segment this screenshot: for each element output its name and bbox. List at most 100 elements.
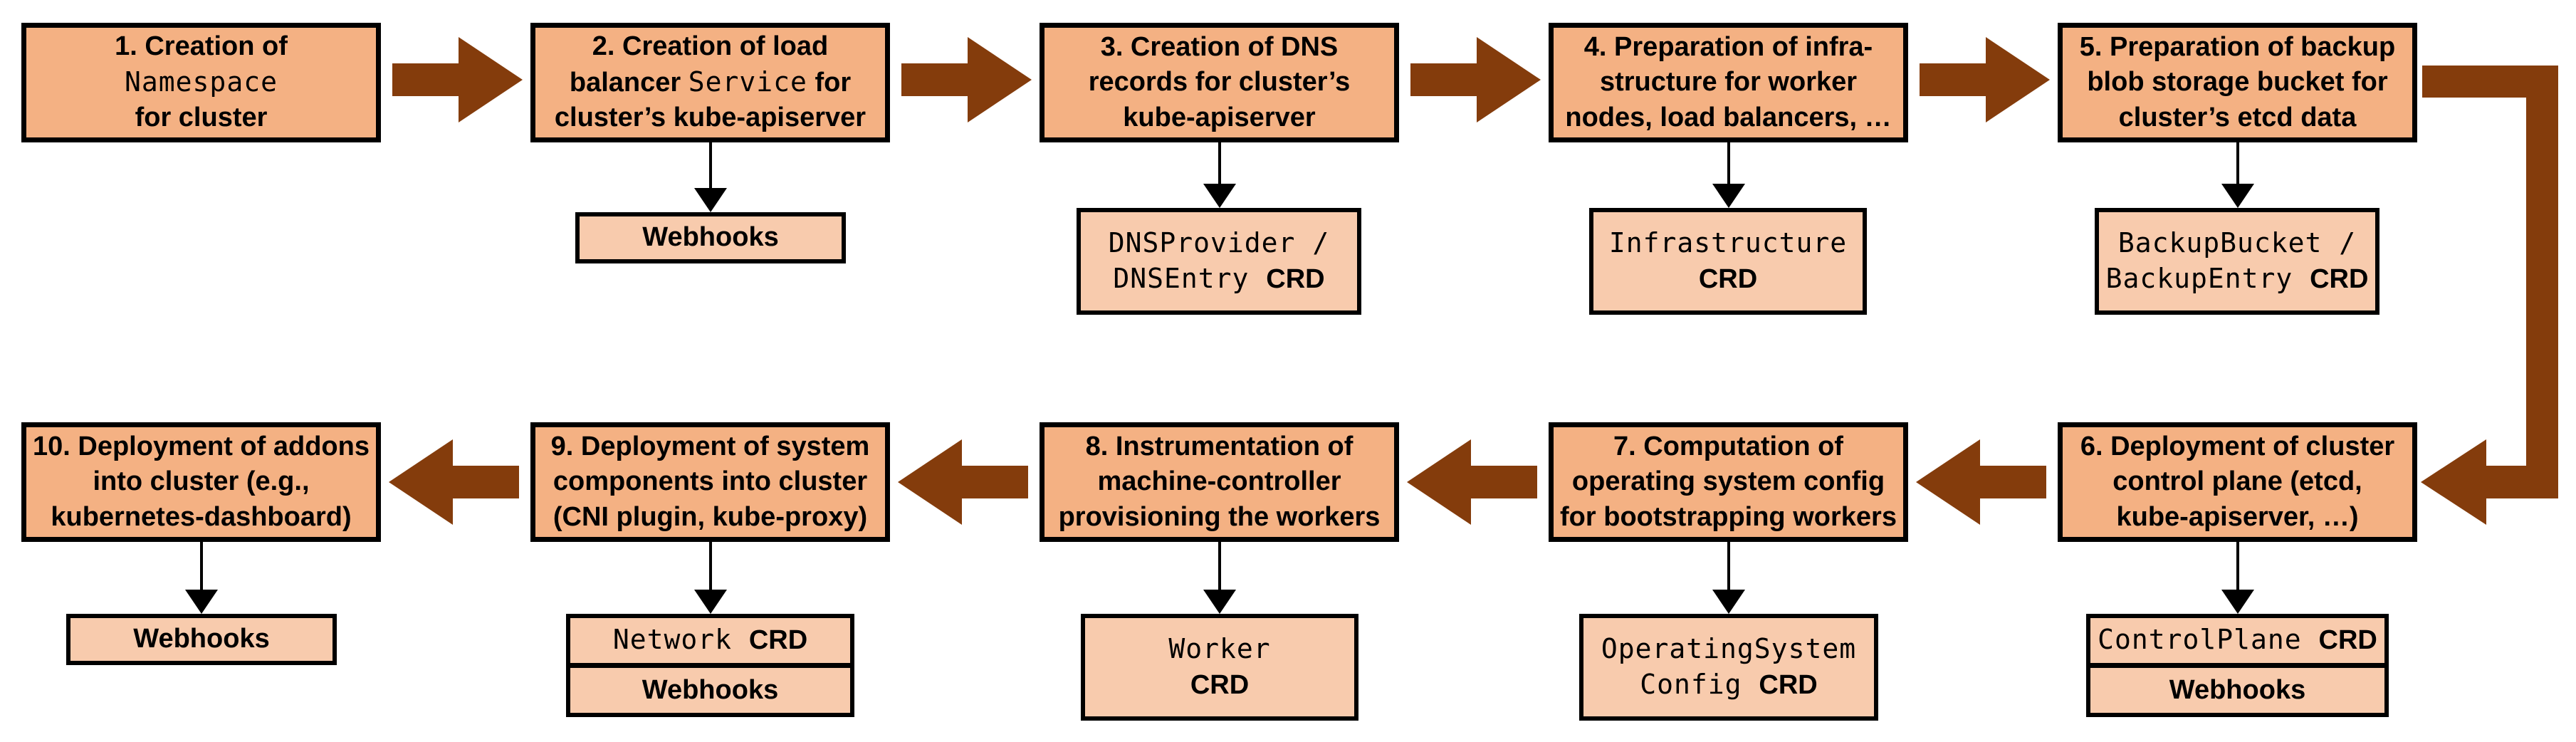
text-run: Service <box>688 66 807 98</box>
arrow-stem <box>1727 542 1730 592</box>
step-9-box: 9. Deployment of system components into … <box>530 422 890 542</box>
text-run: BackupBucket / BackupEntry <box>2105 226 2357 294</box>
step-1-label: 1. Creation of Namespace for cluster <box>115 29 288 135</box>
step-4-label: 4. Preparation of infra- structure for w… <box>1565 30 1891 135</box>
down-arrow-step-2 <box>694 142 727 212</box>
step-6-label: 6. Deployment of cluster control plane (… <box>2080 429 2394 535</box>
text-run: CRD <box>2310 264 2369 294</box>
arrow-bar <box>960 466 1028 498</box>
text-run: Webhooks <box>642 674 779 705</box>
webhooks-label: Webhooks <box>2169 673 2305 708</box>
down-arrow-step-3 <box>1203 142 1236 208</box>
network-crd-cell: Network CRD <box>570 618 850 668</box>
down-arrow-step-6 <box>2221 542 2254 614</box>
arrow-head <box>2421 439 2486 525</box>
text-run: CRD <box>748 625 808 656</box>
arrow-stem <box>2236 542 2239 592</box>
infrastructure-crd-label: Infrastructure CRD <box>1609 226 1847 297</box>
text-run: 4. Preparation of infra- structure for w… <box>1565 31 1892 132</box>
arrow-head <box>968 37 1032 122</box>
arrow-bar <box>1410 63 1478 96</box>
step-10-box: 10. Deployment of addons into cluster (e… <box>21 422 381 542</box>
step-9-label: 9. Deployment of system components into … <box>551 429 870 535</box>
arrow-stem <box>2236 142 2239 187</box>
text-run: 9. Deployment of system components into … <box>550 431 870 532</box>
flow-arrow-4-to-5 <box>1920 37 2050 122</box>
arrow-bar <box>901 63 969 96</box>
arrow-bar <box>1979 466 2046 498</box>
arrow-head <box>459 37 523 122</box>
text-run: Worker <box>1168 633 1271 665</box>
text-run: OperatingSystem Config <box>1601 632 1857 700</box>
text-run: Webhooks <box>133 624 270 654</box>
webhooks-label: Webhooks <box>642 673 778 708</box>
text-run: CRD <box>1190 669 1250 700</box>
arrow-head <box>1407 439 1471 525</box>
text-run: 8. Instrumentation of machine-controller… <box>1058 431 1381 532</box>
worker-crd-label: Worker CRD <box>1168 632 1270 703</box>
flow-arrow-7-to-8 <box>1407 439 1537 525</box>
infrastructure-crd-box: Infrastructure CRD <box>1589 208 1867 315</box>
connector-bottom-bar <box>2483 466 2558 498</box>
text-run: Webhooks <box>2169 674 2306 705</box>
down-arrow-step-8 <box>1203 542 1236 614</box>
flow-arrow-2-to-3 <box>901 37 1032 122</box>
webhooks-label: Webhooks <box>642 220 778 255</box>
step-8-label: 8. Instrumentation of machine-controller… <box>1059 429 1381 535</box>
arrow-head <box>898 439 962 525</box>
arrow-head <box>1203 184 1236 208</box>
osc-crd-label: OperatingSystem Config CRD <box>1601 632 1856 704</box>
arrow-stem <box>200 542 203 592</box>
step-3-label: 3. Creation of DNS records for cluster’s… <box>1089 30 1350 135</box>
text-run: 6. Deployment of cluster control plane (… <box>2080 431 2395 532</box>
step-5-box: 5. Preparation of backup blob storage bu… <box>2058 23 2417 142</box>
backupbucket-backupentry-crd-box: BackupBucket / BackupEntry CRD <box>2095 208 2379 315</box>
arrow-bar <box>1920 63 1987 96</box>
webhooks-label: Webhooks <box>133 622 269 657</box>
arrow-head <box>1712 184 1745 208</box>
step-6-box: 6. Deployment of cluster control plane (… <box>2058 422 2417 542</box>
step-1-box: 1. Creation of Namespace for cluster <box>21 23 381 142</box>
arrow-bar <box>1470 466 1537 498</box>
arrow-bar <box>451 466 519 498</box>
arrow-head <box>185 590 218 614</box>
text-run: 2. Creation of load balancer <box>569 31 829 98</box>
webhooks-box-step10: Webhooks <box>66 614 337 665</box>
worker-crd-box: Worker CRD <box>1081 614 1358 721</box>
arrow-head <box>1986 37 2050 122</box>
arrow-stem <box>709 542 712 592</box>
dns-crd-label: DNSProvider / DNSEntry CRD <box>1109 226 1329 298</box>
arrow-stem <box>1218 142 1221 187</box>
step-4-box: 4. Preparation of infra- structure for w… <box>1549 23 1908 142</box>
text-run: 10. Deployment of addons into cluster (e… <box>33 431 370 532</box>
flow-arrow-1-to-2 <box>392 37 523 122</box>
dnsprovider-dnsentry-crd-box: DNSProvider / DNSEntry CRD <box>1077 208 1361 315</box>
down-arrow-step-10 <box>185 542 218 614</box>
text-run: 5. Preparation of backup blob storage bu… <box>2079 31 2396 132</box>
step-2-label: 2. Creation of load balancer Service for… <box>555 29 866 135</box>
arrow-head <box>1477 37 1541 122</box>
arrow-head <box>1712 590 1745 614</box>
step-7-label: 7. Computation of operating system confi… <box>1560 429 1897 535</box>
arrow-bar <box>392 63 460 96</box>
text-run: DNSProvider / DNSEntry <box>1108 226 1330 294</box>
flow-arrow-9-to-10 <box>389 439 519 525</box>
webhooks-cell: Webhooks <box>2090 668 2384 713</box>
connector-vertical-bar <box>2526 66 2558 498</box>
arrow-stem <box>709 142 712 191</box>
arrow-head <box>389 439 453 525</box>
flow-arrow-6-to-7 <box>1916 439 2046 525</box>
arrow-head <box>2221 184 2254 208</box>
arrow-stem <box>1727 142 1730 187</box>
flow-arrow-8-to-9 <box>898 439 1028 525</box>
text-run: for cluster <box>135 103 268 133</box>
text-run: Infrastructure <box>1608 227 1848 259</box>
text-run: ControlPlane <box>2098 624 2319 656</box>
network-crd-webhooks-stack: Network CRD Webhooks <box>566 614 854 717</box>
text-run: 3. Creation of DNS records for cluster’s… <box>1088 31 1351 132</box>
text-run: 1. Creation of <box>115 31 288 62</box>
arrow-stem <box>1218 542 1221 592</box>
network-crd-label: Network CRD <box>613 622 807 658</box>
text-run: CRD <box>2318 625 2377 656</box>
